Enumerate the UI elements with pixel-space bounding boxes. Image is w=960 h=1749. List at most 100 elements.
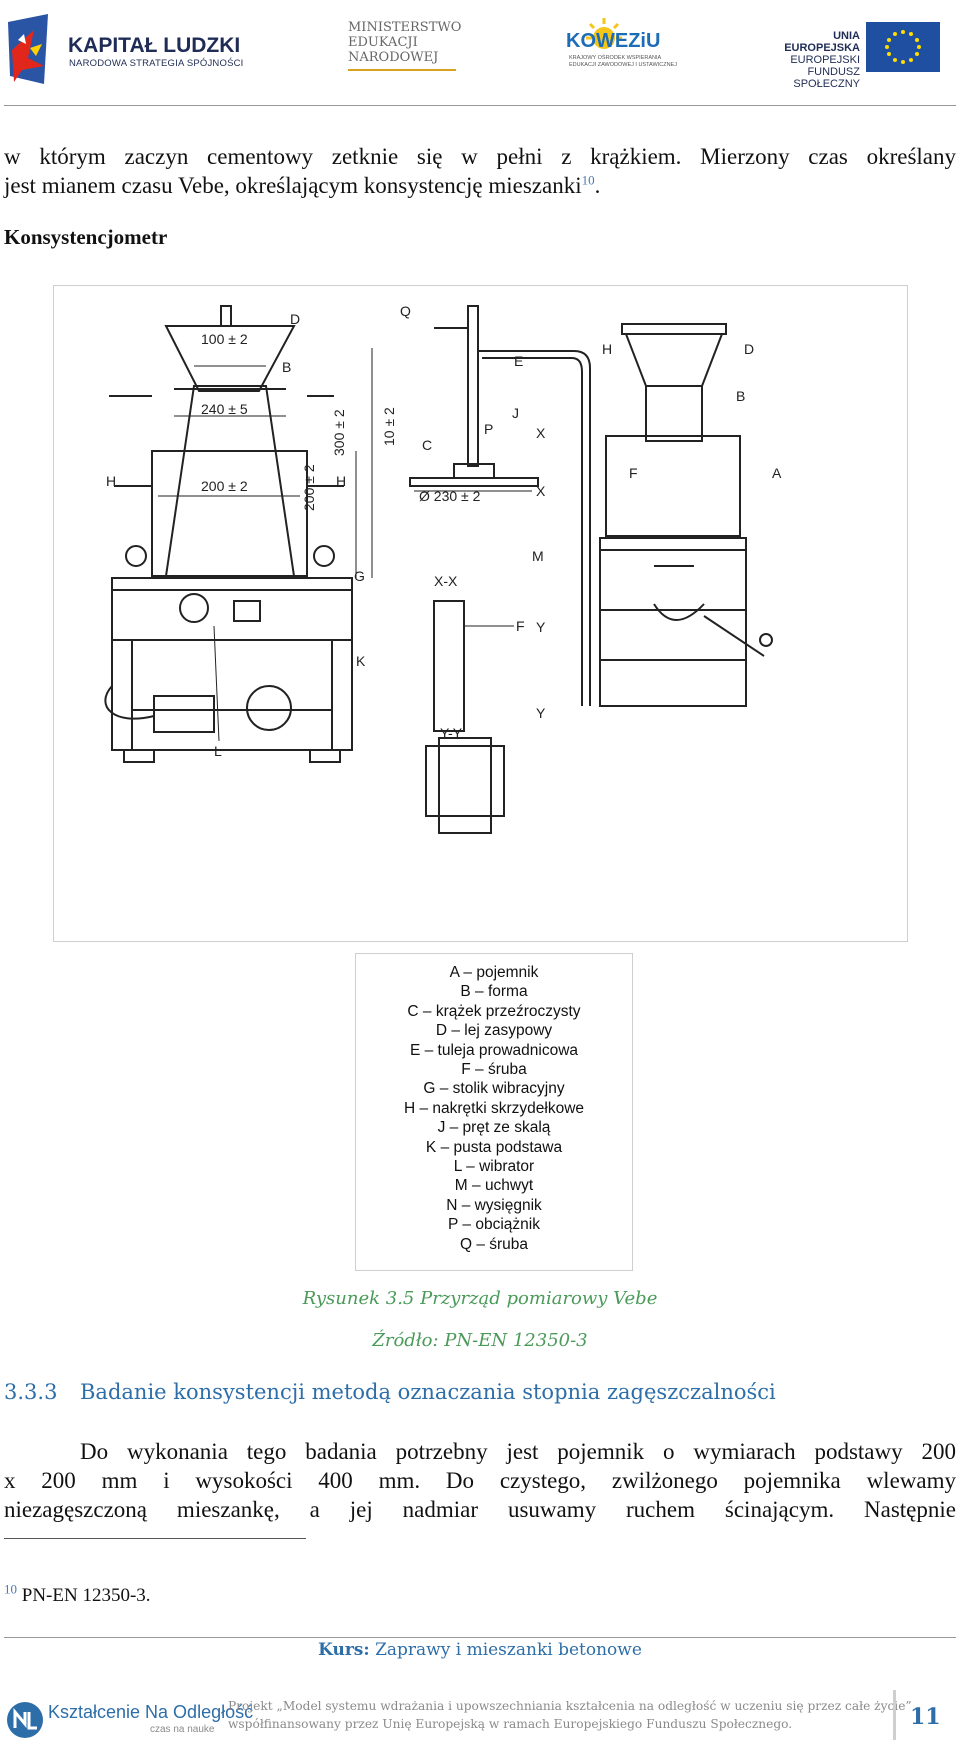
bottom-band: Kształcenie Na Odległość czas na nauke P… — [0, 1690, 960, 1749]
dim-label-230: Ø 230 ± 2 — [419, 488, 481, 504]
ministerstwo-line3: NARODOWEJ — [348, 50, 439, 65]
legend-item: B – forma — [460, 983, 528, 1001]
dim-label-200a: 200 ± 2 — [201, 478, 248, 494]
label-D-right: D — [744, 341, 754, 357]
dim-label-240: 240 ± 5 — [201, 401, 248, 417]
label-B-left: B — [282, 359, 291, 375]
footer-course-label: Kurs: — [318, 1640, 370, 1660]
footer-course-name: Zaprawy i mieszanki betonowe — [375, 1640, 642, 1660]
label-B-right: B — [736, 388, 745, 404]
legend-item: M – uchwyt — [454, 1177, 534, 1195]
label-Q: Q — [400, 303, 411, 319]
label-F-mid: F — [516, 618, 525, 634]
kapital-ludzki-logo-icon — [8, 14, 48, 84]
header-divider — [4, 105, 956, 106]
subheading-konsystencjometr: Konsystencjometr — [4, 225, 168, 249]
label-C: C — [422, 437, 432, 453]
footer-course: Kurs: Zaprawy i mieszanki betonowe — [0, 1640, 960, 1660]
kowezu-sub2: EDUKACJI ZAWODOWEJ I USTAWICZNEJ — [569, 62, 677, 68]
label-M: M — [532, 548, 544, 564]
funnel-shape — [164, 325, 296, 392]
project-line-1: Projekt „Model systemu wdrażania i upows… — [228, 1699, 912, 1713]
kowezu-subtitle: KRAJOWY OŚRODEK WSPIERANIA EDUKACJI ZAWO… — [569, 55, 677, 69]
label-section-xx: X-X — [434, 573, 458, 589]
figure-source: Źródło: PN-EN 12350-3 — [372, 1330, 588, 1351]
ministerstwo-logo: MINISTERSTWO EDUKACJI NARODOWEJ — [348, 20, 461, 65]
figure-caption: Rysunek 3.5 Przyrząd pomiarowy Vebe — [302, 1288, 658, 1309]
label-K: K — [356, 653, 366, 669]
label-H-left1: H — [106, 473, 116, 489]
kno-logo-icon — [7, 1702, 43, 1738]
vebe-apparatus-drawing: 100 ± 2 240 ± 5 200 ± 2 Ø 230 ± 2 D B H … — [104, 303, 782, 834]
intro-line-2: jest mianem czasu Vebe, określającym kon… — [4, 171, 956, 200]
ministerstwo-line1: MINISTERSTWO — [348, 20, 462, 35]
label-A: A — [772, 465, 782, 481]
footer-divider — [4, 1637, 956, 1638]
legend-item: H – nakrętki skrzydełkowe — [403, 1099, 585, 1117]
kapital-ludzki-subtitle: NARODOWA STRATEGIA SPÓJNOŚCI — [69, 58, 244, 69]
legend-item: P – obciążnik — [448, 1216, 540, 1234]
legend-item: E – tuleja prowadnicowa — [409, 1041, 579, 1059]
header-logo-bar: KAPITAŁ LUDZKI NARODOWA STRATEGIA SPÓJNO… — [0, 0, 960, 95]
paragraph-line-2: x 200 mm i wysokości 400 mm. Do czystego… — [4, 1468, 956, 1493]
kno-brand-name: Kształcenie Na Odległość — [48, 1702, 254, 1722]
legend-item: N – wysięgnik — [446, 1196, 542, 1214]
kowezu-sun-icon — [586, 18, 622, 49]
footnote-reference[interactable]: 10 — [581, 172, 595, 188]
intro-line-1: w którym zaczyn cementowy zetknie się w … — [4, 144, 956, 169]
label-J: J — [512, 405, 519, 421]
section-title: Badanie konsystencji metodą oznaczania s… — [80, 1380, 776, 1404]
legend-item: A – pojemnik — [449, 964, 539, 981]
page-number: 11 — [910, 1704, 941, 1730]
paragraph-line-1: Do wykonania tego badania potrzebny jest… — [4, 1437, 956, 1466]
legend-item: F – śruba — [461, 1061, 527, 1079]
dim-label-300: 300 ± 2 — [331, 409, 347, 456]
eu-line1: UNIA EUROPEJSKA — [784, 30, 860, 54]
figure-frame: 100 ± 2 240 ± 5 200 ± 2 Ø 230 ± 2 D B H … — [53, 285, 908, 942]
kowezu-sub1: KRAJOWY OŚRODEK WSPIERANIA — [569, 55, 662, 61]
label-H-right: H — [602, 341, 612, 357]
legend-item: G – stolik wibracyjny — [423, 1080, 565, 1098]
paragraph-line-1-text: Do wykonania tego badania potrzebny jest… — [80, 1439, 956, 1464]
label-L: L — [214, 743, 222, 759]
eu-logo-text: UNIA EUROPEJSKA EUROPEJSKI FUNDUSZ SPOŁE… — [760, 30, 860, 90]
legend-item: Q – śruba — [459, 1235, 529, 1253]
label-Y2: Y — [536, 705, 546, 721]
section-number: 3.3.3 — [4, 1380, 58, 1404]
footnote-rule — [4, 1538, 306, 1539]
page-number-divider — [893, 1690, 896, 1740]
label-P: P — [484, 421, 493, 437]
label-E: E — [514, 353, 523, 369]
label-F-right: F — [629, 465, 638, 481]
kno-brand-sub: czas na nauke — [150, 1724, 215, 1735]
kowezu-name: KOWEZiU — [566, 30, 661, 52]
paragraph-line-3: niezagęszczoną mieszankę, a jej nadmiar … — [4, 1497, 956, 1522]
label-X2: X — [536, 483, 546, 499]
legend-item: D – lej zasypowy — [435, 1022, 553, 1040]
legend-item: K – pusta podstawa — [425, 1138, 563, 1156]
footnote-number: 10 — [4, 1581, 17, 1597]
dim-label-10: 10 ± 2 — [381, 407, 397, 446]
label-section-yy: Y-Y — [440, 725, 463, 741]
legend-item: J – pręt ze skalą — [437, 1119, 551, 1137]
ministerstwo-stripe-icon — [348, 69, 456, 71]
label-H-left2: H — [336, 473, 346, 489]
eu-flag-icon — [866, 22, 940, 72]
footnote-text: PN-EN 12350-3. — [21, 1585, 151, 1606]
intro-line-2-end: . — [594, 173, 601, 198]
label-X1: X — [536, 425, 546, 441]
ministerstwo-line2: EDUKACJI — [348, 35, 418, 50]
label-G: G — [354, 568, 365, 584]
project-line-2: współfinansowany przez Unię Europejską w… — [228, 1717, 793, 1731]
intro-line-2-text: jest mianem czasu Vebe, określającym kon… — [4, 173, 582, 198]
dim-label-100: 100 ± 2 — [201, 331, 248, 347]
eu-line3: FUNDUSZ SPOŁECZNY — [793, 66, 860, 90]
legend-item: C – krążek przeźroczysty — [407, 1002, 581, 1020]
footnote: 10 PN-EN 12350-3. — [4, 1581, 151, 1607]
label-D-left: D — [290, 311, 300, 327]
legend-item: L – wibrator — [453, 1158, 535, 1176]
dim-label-200b: 200 ± 2 — [301, 464, 317, 511]
label-Y1: Y — [536, 619, 546, 635]
eu-line2: EUROPEJSKI — [790, 54, 860, 66]
